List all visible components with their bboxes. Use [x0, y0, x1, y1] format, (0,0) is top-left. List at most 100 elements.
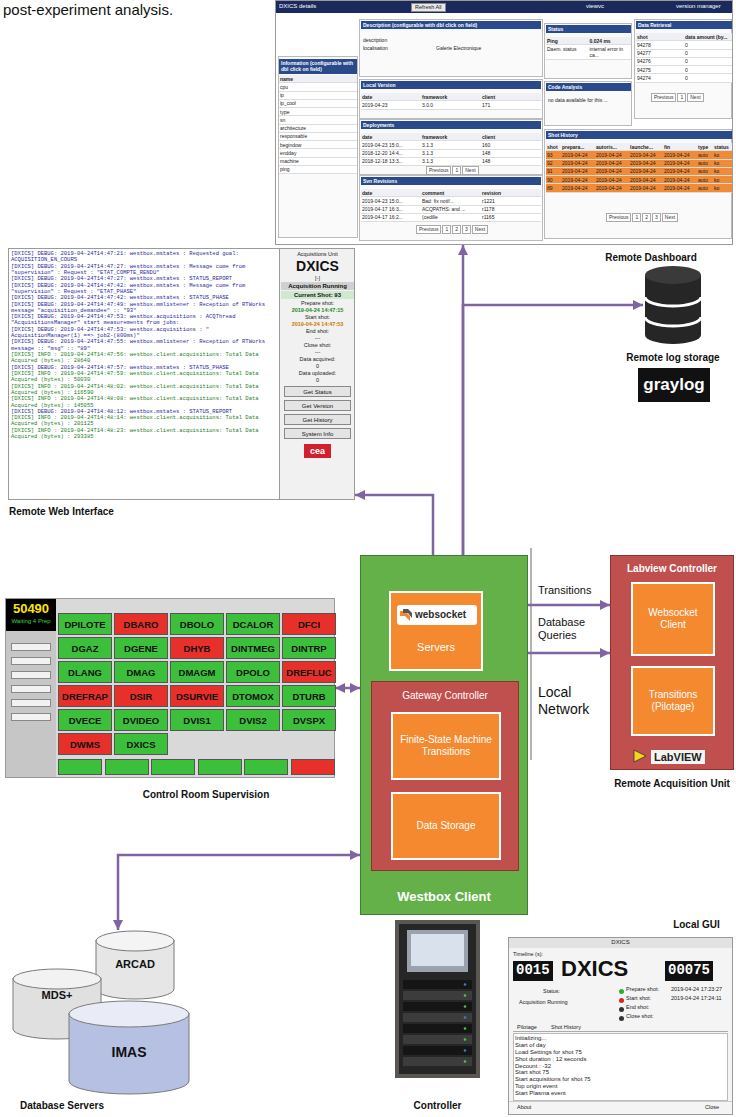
- table-cell: internal error in ca...: [589, 45, 632, 60]
- label-wrap: DVIDEO: [115, 710, 167, 730]
- command-button: [105, 759, 149, 775]
- screen-text: Data acquired:: [300, 356, 336, 362]
- table-cell: name: [279, 75, 357, 83]
- table-cell: 2019-04-24: [629, 176, 663, 184]
- panel-header: Information (configurable with dbl click…: [279, 59, 357, 74]
- label-wrap: DGAZ: [59, 638, 111, 658]
- screen-text: About: [517, 1104, 531, 1111]
- screen-text: 1: [442, 225, 451, 234]
- screen-text: Refresh All: [411, 3, 446, 12]
- screen-text: Acquisitions Unit: [297, 251, 338, 257]
- controller-photo: Controller: [395, 920, 480, 1078]
- panel-header: Status: [546, 25, 631, 33]
- node-label: DCALOR: [233, 619, 274, 630]
- db-band: [645, 317, 701, 326]
- table-cell: 94276: [636, 58, 684, 66]
- sidebar-button: [11, 713, 51, 721]
- connector: [335, 687, 360, 690]
- screen-text: Prepare shot:: [301, 300, 334, 306]
- component-box: Transitions (Pilotage): [631, 666, 715, 736]
- table-cell: date: [361, 189, 421, 197]
- panel-header: Deployments: [361, 121, 541, 129]
- screenshot-panel: Local GUIDXICSTimeline (s):0015DXICS0007…: [508, 937, 733, 1115]
- table-cell: 160: [481, 141, 541, 149]
- table-cell: 2019-04-23 15:0...: [361, 197, 421, 205]
- pager: Previous123Next: [416, 225, 488, 234]
- screen-text: 2019-04-24 14:47:15: [292, 307, 344, 313]
- screen-text: System Info: [284, 428, 352, 439]
- screen-text: Current Shot: 93: [281, 291, 354, 299]
- status-tile: DGENE: [114, 637, 168, 659]
- component-box: Westbox ClientwebsocketServersGateway Co…: [360, 555, 528, 915]
- rack-unit: [403, 1046, 472, 1055]
- table-cell: type: [697, 143, 713, 151]
- table-cell: 148: [481, 150, 541, 158]
- db-top: [645, 266, 701, 284]
- node-label: DREFRAP: [62, 691, 108, 702]
- screen-text: 1: [452, 166, 461, 175]
- table-cell: 0: [684, 41, 732, 49]
- database-cylinder: ARCAD: [95, 930, 175, 1000]
- node-label: Transitions (Pilotage): [637, 689, 709, 714]
- status-tile: DMAG: [114, 661, 168, 683]
- label-wrap: Data Storage: [393, 794, 499, 858]
- screen-text: Close: [705, 1104, 719, 1111]
- rack-unit: [403, 1002, 472, 1011]
- screen-text: ---: [315, 335, 321, 341]
- node-label: DVIS1: [183, 715, 210, 726]
- screen-text: Get History: [284, 414, 352, 425]
- command-button: [58, 759, 102, 775]
- label-wrap: DINTRP: [283, 638, 335, 658]
- unit-light: [464, 994, 467, 997]
- node-label: DVECE: [69, 715, 102, 726]
- node-label: DREFLUC: [286, 667, 331, 678]
- table-cell: 2019-04-24: [595, 184, 629, 192]
- status-tile: DVIS1: [170, 709, 224, 731]
- node-label: Finite-State Machine Transitions: [397, 734, 495, 759]
- component-box: Data Storage: [391, 792, 501, 860]
- table-cell: client: [481, 93, 541, 101]
- log-view: Initializing...Start of dayLoad Settings…: [515, 1035, 725, 1097]
- screen-text: End shot:: [306, 328, 329, 334]
- rack-unit: [403, 991, 472, 1000]
- sidebar-button: [11, 699, 51, 707]
- screen-text: Galerie Electronique: [436, 45, 481, 51]
- table-cell: auto: [697, 168, 713, 176]
- photo-ground: [395, 920, 480, 1078]
- component-box: websocketServers: [389, 591, 483, 671]
- table-cell: 2019-04-24: [663, 168, 697, 176]
- node-label: DSURVIE: [176, 691, 218, 702]
- label-wrap: graylog: [638, 368, 710, 402]
- table-cell: 2019-04-24: [561, 151, 595, 159]
- monitor: [407, 930, 468, 972]
- table-cell: r1165: [481, 214, 541, 222]
- label-wrap: DSIR: [115, 686, 167, 706]
- table-cell: shot: [636, 33, 684, 41]
- label-wrap: DREFLUC: [283, 662, 335, 682]
- rack-unit: [403, 1057, 472, 1066]
- screen-text: no data available for this ...: [548, 97, 608, 103]
- connector-label: Database Queries: [538, 616, 604, 642]
- cylinder-top: [13, 969, 101, 989]
- screen-text: 3: [652, 213, 661, 222]
- caption: Remote Web Interface: [9, 506, 149, 517]
- table-cell: prepara...: [561, 143, 595, 151]
- log-line: Initializing...: [515, 1035, 725, 1042]
- table-cell: 2019-04-24: [561, 168, 595, 176]
- status-tile: DSURVIE: [170, 685, 224, 707]
- label-wrap: Websocket Client: [633, 584, 713, 654]
- status-tile: DPOLO: [226, 661, 280, 683]
- data-table: namecpuipip_cooltypesnarchitecturerespon…: [279, 75, 357, 174]
- table-cell: (cedille: [421, 214, 481, 222]
- status-tile: DWMS: [58, 733, 112, 755]
- table-cell: begindow: [279, 141, 357, 149]
- data-table: shotdata amount (by...942780942770942760…: [636, 33, 732, 83]
- table-cell: ko: [713, 168, 732, 176]
- label-wrap: DHYB: [171, 638, 223, 658]
- data-table: shotprepara...autoris...launche...fintyp…: [546, 143, 732, 193]
- caption: Remote Acquisition Unit: [611, 778, 733, 789]
- table-cell: 148: [481, 158, 541, 166]
- status-tile: DLANG: [58, 661, 112, 683]
- unit-light: [464, 1027, 467, 1030]
- status-tile: DCALOR: [226, 613, 280, 635]
